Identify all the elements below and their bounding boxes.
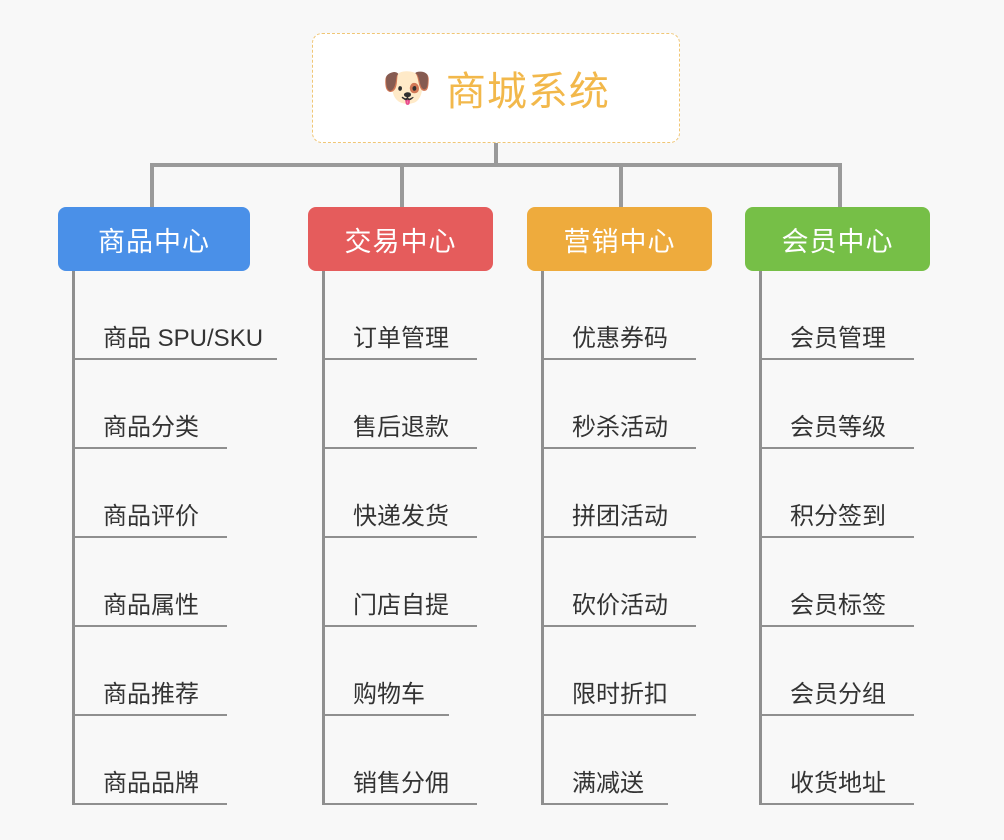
- column-2: 交易中心订单管理售后退款快递发货门店自提购物车销售分佣: [308, 207, 493, 805]
- leaf-item[interactable]: 商品分类: [58, 360, 250, 449]
- column-header-1[interactable]: 商品中心: [58, 207, 250, 271]
- leaf-item-underline: [322, 447, 477, 449]
- leaf-item-label: 商品品牌: [103, 770, 199, 797]
- leaf-item-label: 拼团活动: [572, 503, 668, 530]
- leaf-item-underline: [72, 447, 227, 449]
- leaf-item[interactable]: 会员等级: [745, 360, 930, 449]
- leaf-item-label: 收货地址: [790, 770, 886, 797]
- leaf-item-underline: [541, 358, 696, 360]
- column-trunk-line-2: [322, 271, 325, 805]
- leaf-item-underline: [541, 447, 696, 449]
- leaf-item[interactable]: 商品 SPU/SKU: [58, 271, 277, 360]
- leaf-item-label: 商品推荐: [103, 681, 199, 708]
- leaf-item[interactable]: 销售分佣: [308, 716, 493, 805]
- leaf-item-underline: [541, 714, 696, 716]
- leaf-item[interactable]: 收货地址: [745, 716, 930, 805]
- leaf-item-label: 商品评价: [103, 503, 199, 530]
- column-header-2[interactable]: 交易中心: [308, 207, 493, 271]
- leaf-item[interactable]: 订单管理: [308, 271, 493, 360]
- leaf-item-underline: [72, 536, 227, 538]
- leaf-item-label: 会员管理: [790, 325, 886, 352]
- column-trunk-line-4: [759, 271, 762, 805]
- column-header-3[interactable]: 营销中心: [527, 207, 712, 271]
- leaf-item[interactable]: 砍价活动: [527, 538, 712, 627]
- leaf-item[interactable]: 购物车: [308, 627, 493, 716]
- leaf-item-label: 积分签到: [790, 503, 886, 530]
- leaf-item-label: 订单管理: [353, 325, 449, 352]
- leaf-item[interactable]: 门店自提: [308, 538, 493, 627]
- leaf-item-underline: [72, 358, 277, 360]
- leaf-item-label: 会员等级: [790, 414, 886, 441]
- leaf-item-underline: [322, 803, 477, 805]
- leaf-item-underline: [72, 714, 227, 716]
- leaf-item-underline: [322, 625, 477, 627]
- leaf-item-label: 优惠券码: [572, 325, 668, 352]
- leaf-list-2: 订单管理售后退款快递发货门店自提购物车销售分佣: [308, 271, 493, 805]
- leaf-item-label: 门店自提: [353, 592, 449, 619]
- leaf-item[interactable]: 商品属性: [58, 538, 250, 627]
- leaf-item[interactable]: 秒杀活动: [527, 360, 712, 449]
- root-node-title: 商城系统: [445, 70, 610, 114]
- leaf-item-underline: [322, 536, 477, 538]
- leaf-item-label: 商品属性: [103, 592, 199, 619]
- connector-horizontal-bus: [150, 163, 840, 167]
- leaf-item-underline: [322, 358, 477, 360]
- connector-drop-1: [150, 163, 154, 207]
- leaf-item-label: 限时折扣: [572, 681, 668, 708]
- leaf-item-label: 秒杀活动: [572, 414, 668, 441]
- leaf-item-label: 商品 SPU/SKU: [103, 325, 264, 352]
- leaf-item[interactable]: 售后退款: [308, 360, 493, 449]
- leaf-item-underline: [759, 714, 914, 716]
- column-header-4[interactable]: 会员中心: [745, 207, 930, 271]
- column-trunk-line-3: [541, 271, 544, 805]
- leaf-item[interactable]: 拼团活动: [527, 449, 712, 538]
- leaf-item-underline: [759, 803, 914, 805]
- leaf-item-label: 销售分佣: [353, 770, 449, 797]
- leaf-list-3: 优惠券码秒杀活动拼团活动砍价活动限时折扣满减送: [527, 271, 712, 805]
- leaf-item-underline: [759, 358, 914, 360]
- leaf-item-underline: [322, 714, 449, 716]
- leaf-item[interactable]: 商品品牌: [58, 716, 250, 805]
- leaf-item-underline: [759, 536, 914, 538]
- column-4: 会员中心会员管理会员等级积分签到会员标签会员分组收货地址: [745, 207, 930, 805]
- connector-drop-3: [619, 163, 623, 207]
- leaf-item[interactable]: 商品推荐: [58, 627, 250, 716]
- leaf-item[interactable]: 快递发货: [308, 449, 493, 538]
- leaf-item-label: 商品分类: [103, 414, 199, 441]
- leaf-item-label: 快递发货: [353, 503, 449, 530]
- leaf-item-underline: [541, 803, 668, 805]
- leaf-item[interactable]: 积分签到: [745, 449, 930, 538]
- root-node[interactable]: 🐶 商城系统: [312, 33, 680, 143]
- leaf-item-label: 砍价活动: [572, 592, 668, 619]
- leaf-item[interactable]: 限时折扣: [527, 627, 712, 716]
- leaf-item-underline: [72, 625, 227, 627]
- leaf-item-underline: [759, 625, 914, 627]
- connector-drop-2: [400, 163, 404, 207]
- shiba-dog-face-emoji-icon: 🐶: [382, 66, 432, 110]
- leaf-list-1: 商品 SPU/SKU 商品分类商品评价商品属性商品推荐商品品牌: [58, 271, 277, 805]
- column-1: 商品中心商品 SPU/SKU 商品分类商品评价商品属性商品推荐商品品牌: [58, 207, 277, 805]
- leaf-item-underline: [541, 625, 696, 627]
- leaf-item-underline: [759, 447, 914, 449]
- leaf-item-label: 会员分组: [790, 681, 886, 708]
- leaf-item[interactable]: 优惠券码: [527, 271, 712, 360]
- leaf-item-underline: [541, 536, 696, 538]
- leaf-item-label: 售后退款: [353, 414, 449, 441]
- column-trunk-line-1: [72, 271, 75, 805]
- leaf-item[interactable]: 会员标签: [745, 538, 930, 627]
- leaf-item[interactable]: 满减送: [527, 716, 712, 805]
- connector-root-stem: [494, 143, 498, 165]
- leaf-item-underline: [72, 803, 227, 805]
- leaf-list-4: 会员管理会员等级积分签到会员标签会员分组收货地址: [745, 271, 930, 805]
- leaf-item[interactable]: 会员管理: [745, 271, 930, 360]
- leaf-item[interactable]: 商品评价: [58, 449, 250, 538]
- leaf-item-label: 购物车: [353, 681, 425, 708]
- leaf-item-label: 会员标签: [790, 592, 886, 619]
- leaf-item[interactable]: 会员分组: [745, 627, 930, 716]
- leaf-item-label: 满减送: [572, 770, 644, 797]
- column-3: 营销中心优惠券码秒杀活动拼团活动砍价活动限时折扣满减送: [527, 207, 712, 805]
- connector-drop-4: [838, 163, 842, 207]
